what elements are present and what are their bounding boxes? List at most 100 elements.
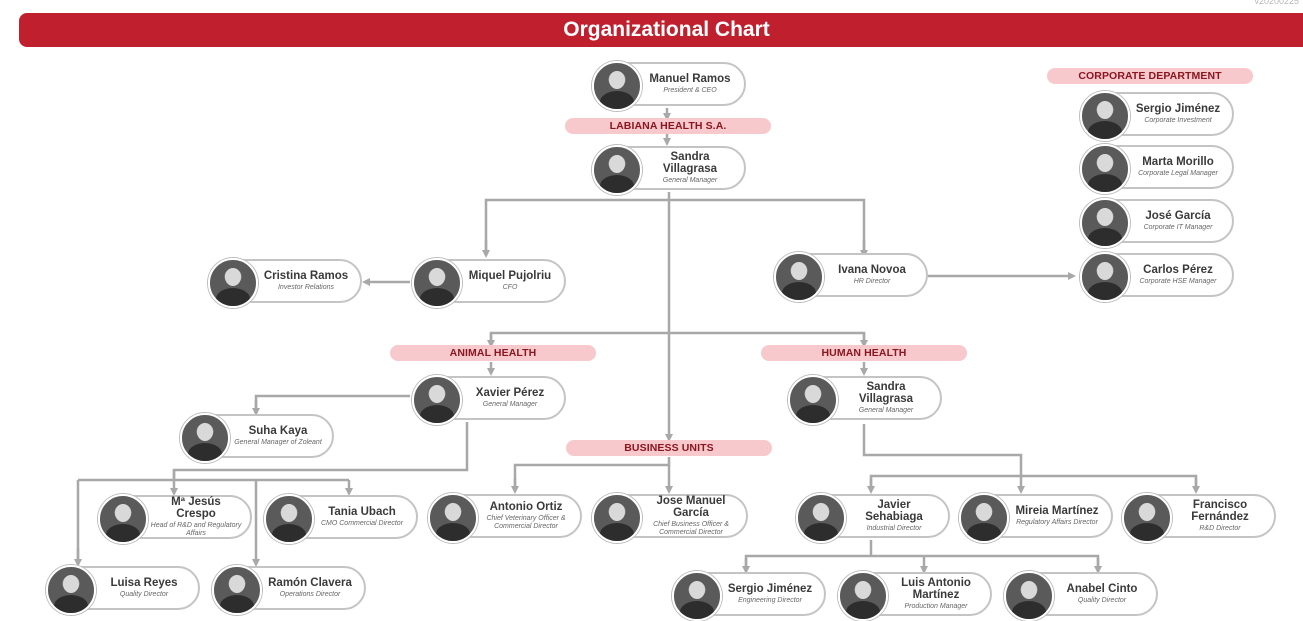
person-name: Sandra Villagrasa (858, 381, 914, 405)
person-name: Francisco Fernández (1191, 499, 1249, 523)
person-role: Chief Veterinary Officer & Commercial Di… (486, 515, 566, 530)
avatar (774, 252, 824, 302)
avatar (788, 375, 838, 425)
avatar (264, 494, 314, 544)
person-name: Tania Ubach (328, 506, 396, 518)
person-role: Production Manager (904, 603, 968, 610)
person-role: Chief Business Officer & Commercial Dire… (653, 521, 729, 536)
header-labiana: LABIANA HEALTH S.A. (565, 118, 771, 134)
avatar (98, 494, 148, 544)
avatar (796, 493, 846, 543)
avatar (1080, 252, 1130, 302)
avatar (412, 258, 462, 308)
person-name: Sergio Jiménez (727, 583, 813, 595)
person-name: Luis Antonio Martínez (901, 577, 971, 601)
person-name: Javier Sehabiaga (865, 499, 923, 523)
page-title: Organizational Chart (19, 13, 1303, 47)
avatar (412, 375, 462, 425)
avatar (592, 61, 642, 111)
avatar (208, 258, 258, 308)
avatar (959, 493, 1009, 543)
avatar (672, 571, 722, 621)
person-name: Sergio Jiménez (1135, 103, 1221, 115)
header-animal-health: ANIMAL HEALTH (390, 345, 596, 361)
header-corporate: CORPORATE DEPARTMENT (1047, 68, 1253, 84)
person-name: Jose Manuel García (656, 495, 726, 519)
person-role: General Manager (858, 407, 914, 414)
person-role: Investor Relations (277, 284, 335, 291)
person-name: Anabel Cinto (1066, 583, 1138, 595)
person-role: President & CEO (663, 87, 717, 94)
header-business-units: BUSINESS UNITS (566, 440, 772, 456)
person-name: Miquel Pujolriu (468, 270, 552, 282)
person-name: Antonio Ortiz (489, 501, 563, 513)
person-role: Quality Director (119, 591, 169, 598)
person-name: Xavier Pérez (475, 387, 545, 399)
version-code: v20200225 (1254, 0, 1299, 6)
person-role: General Manager (482, 401, 538, 408)
avatar (592, 145, 642, 195)
avatar (1080, 144, 1130, 194)
avatar (838, 571, 888, 621)
person-role: CMO Commercial Director (320, 520, 404, 527)
person-name: Mireia Martínez (1015, 505, 1099, 517)
avatar (1122, 493, 1172, 543)
avatar (212, 565, 262, 615)
person-role: Head of R&D and Regulatory Affairs (150, 522, 242, 537)
avatar (46, 565, 96, 615)
avatar (1080, 91, 1130, 141)
person-role: Industrial Director (866, 525, 922, 532)
header-human-health: HUMAN HEALTH (761, 345, 967, 361)
person-role: CFO (502, 284, 518, 291)
person-card-ivana-novoa[interactable]: Ivana Novoa HR Director (774, 252, 928, 302)
person-name: Mª Jesús Crespo (171, 496, 221, 520)
person-role: General Manager of Zoleant (234, 439, 322, 446)
avatar (592, 493, 642, 543)
avatar (1080, 198, 1130, 248)
person-name: Ramón Clavera (268, 577, 352, 589)
person-name: Suha Kaya (248, 425, 308, 437)
person-role: Corporate Legal Manager (1138, 170, 1218, 177)
person-role: HR Director (853, 278, 891, 285)
person-name: Sandra Villagrasa (662, 151, 718, 175)
person-name: Luisa Reyes (110, 577, 178, 589)
avatar (1004, 571, 1054, 621)
person-name: Manuel Ramos (649, 73, 731, 85)
person-name: Cristina Ramos (263, 270, 349, 282)
person-name: Ivana Novoa (838, 264, 906, 276)
person-role: Regulatory Affairs Director (1016, 519, 1098, 526)
person-name: Carlos Pérez (1143, 264, 1213, 276)
person-role: R&D Director (1199, 525, 1241, 532)
person-role: Corporate HSE Manager (1139, 278, 1217, 285)
person-role: Corporate IT Manager (1143, 224, 1213, 231)
person-role: Engineering Director (738, 597, 802, 604)
avatar (180, 413, 230, 463)
person-name: Marta Morillo (1142, 156, 1214, 168)
person-role: Corporate Investment (1144, 117, 1212, 124)
avatar (428, 493, 478, 543)
